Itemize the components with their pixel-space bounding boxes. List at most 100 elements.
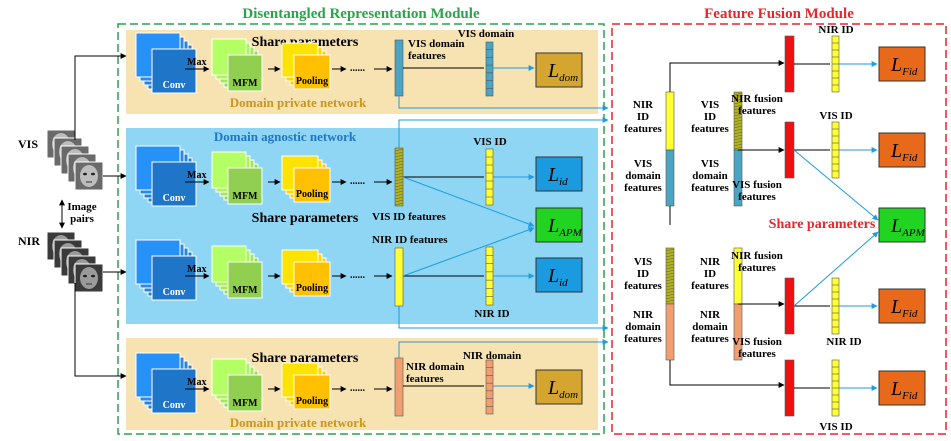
ffm-id-vector-2-label: VIS ID: [819, 110, 852, 122]
loss-fid-2-box: [878, 132, 926, 168]
loss-id-bottom-label: Lid: [547, 265, 568, 289]
loss-fid-2-label: LFid: [890, 140, 918, 164]
nir-fusion-bar-2: [784, 121, 795, 179]
domain-private-network-bottom: Domain private network: [230, 415, 367, 430]
mfm-block: [227, 374, 263, 412]
conv-block: [151, 161, 197, 207]
pooling-block: [293, 261, 331, 297]
ffm-vis-domain-features-label: features: [624, 182, 662, 194]
vis-fusion-features-label-2: features: [738, 348, 776, 360]
share-parameters-mid: Share parameters: [252, 211, 359, 226]
loss-id-top-label: Lid: [547, 164, 568, 188]
loss-fid-3-box: [878, 288, 926, 324]
mfm-label: MFM: [233, 78, 259, 89]
ffm-vis-domain-features-label: domain: [625, 170, 660, 182]
ffm-nir-id-features-label-lower: features: [691, 280, 729, 292]
loss-apm-drm-box: [535, 207, 583, 243]
pooling-label: Pooling: [296, 189, 328, 200]
vis-fusion-bar-2: [784, 359, 795, 417]
loss-id-top-box: [535, 156, 583, 192]
mfm-block: [227, 54, 263, 92]
agnostic-region: [126, 128, 598, 324]
mfm-block: [227, 261, 263, 299]
ffm-nir-id-features-label: features: [624, 123, 662, 135]
ffm-nir-domain-features-label-lower: domain: [692, 321, 727, 333]
mfm-block: [227, 167, 263, 205]
ffm-share-parameters: Share parameters: [769, 217, 876, 232]
mfm-label: MFM: [233, 398, 259, 409]
ffm-vis-id-features-label: ID: [637, 268, 649, 280]
conv-label: Conv: [163, 80, 186, 91]
ffm-vis-domain-features-label: VIS: [634, 158, 652, 170]
ffm-vis-id-features-label-upper: features: [691, 123, 729, 135]
vis-id-features-label: VIS ID features: [372, 211, 446, 223]
conv-label: Conv: [163, 193, 186, 204]
nir-id-label-drm: NIR ID: [474, 308, 509, 320]
ffm-nir-id-features-label-lower: NIR: [700, 256, 721, 268]
max-label: Max: [187, 170, 206, 181]
ellipsis-label: ......: [350, 383, 366, 394]
vis-private-region: [126, 30, 598, 114]
vis-label: VIS: [18, 137, 38, 151]
nir-label: NIR: [18, 234, 40, 248]
pooling-block: [293, 167, 331, 203]
nir-domain-features-label-1: NIR domain: [406, 361, 464, 373]
mfm-label: MFM: [233, 285, 259, 296]
ellipsis-label: ......: [350, 270, 366, 281]
nir-id-features-label: NIR ID features: [372, 234, 448, 246]
ffm-section: NIRIDfeaturesVISdomainfeaturesVISIDfeatu…: [624, 24, 925, 433]
ffm-nir-domain-bar: [665, 303, 675, 361]
ffm-nir-id-features-label: ID: [637, 111, 649, 123]
mfm-label: MFM: [233, 191, 259, 202]
vis-face-stack: [46, 129, 104, 191]
loss-fid-3-label: LFid: [890, 296, 918, 320]
vis-domain-features-label-1: VIS domain: [408, 38, 465, 50]
loss-fid-4-box: [878, 370, 926, 406]
nir-fusion-features-label-1: NIR fusion: [731, 93, 783, 105]
vis-domain-feature-bar: [394, 39, 404, 97]
ffm-nir-domain-features-label: domain: [625, 321, 660, 333]
loss-apm-ffm-label: LAPM: [890, 215, 926, 239]
vis-fusion-features-label-2: VIS fusion: [732, 336, 782, 348]
domain-agnostic-network: Domain agnostic network: [214, 129, 357, 144]
drm-title: Disentangled Representation Module: [242, 6, 480, 22]
ffm-nir-id-features-label-lower: ID: [704, 268, 716, 280]
ffm-vis-id-features-label-upper: ID: [704, 111, 716, 123]
ffm-nir-domain-features-label-lower: NIR: [700, 309, 721, 321]
loss-fid-1-box: [878, 46, 926, 82]
ffm-nir-domain-features-label: NIR: [633, 309, 654, 321]
ellipsis-label: ......: [350, 63, 366, 74]
ffm-vis-id-features-label: features: [624, 280, 662, 292]
pooling-label: Pooling: [296, 283, 328, 294]
nir-fusion-features-label-1: features: [738, 105, 776, 117]
image-pairs-label-1: Image: [67, 201, 96, 213]
domain-private-network-top: Domain private network: [230, 95, 367, 110]
pooling-label: Pooling: [296, 396, 328, 407]
nir-domain-features-label-2: features: [406, 373, 444, 385]
drm-border: [117, 23, 605, 435]
image-pairs-label-2: pairs: [70, 213, 95, 225]
ffm-nir-domain-features-label: features: [624, 333, 662, 345]
ffm-vis-domain-features-label-upper: VIS: [701, 158, 719, 170]
loss-apm-ffm-box: [878, 207, 926, 243]
loss-fid-4-label: LFid: [890, 378, 918, 402]
nir-domain-label: NIR domain: [463, 350, 521, 362]
vis-id-label: VIS ID: [473, 136, 506, 148]
nir-fusion-bar-1: [784, 35, 795, 93]
loss-apm-drm-label: LAPM: [547, 215, 583, 239]
loss-id-bottom-box: [535, 257, 583, 293]
pooling-block: [293, 54, 331, 90]
loss-fid-1-label: LFid: [890, 54, 918, 78]
vis-id-vector: [485, 148, 494, 206]
vis-fusion-bar-1: [784, 277, 795, 335]
loss-dom-bottom-label: Ldom: [547, 377, 578, 401]
ffm-nir-id-features-label: NIR: [633, 99, 654, 111]
input-routing: [74, 53, 127, 379]
vis-domain-vector: [485, 41, 494, 97]
conv-label: Conv: [163, 400, 186, 411]
ffm-vis-id-features-label-upper: VIS: [701, 99, 719, 111]
ffm-title: Feature Fusion Module: [704, 6, 854, 22]
